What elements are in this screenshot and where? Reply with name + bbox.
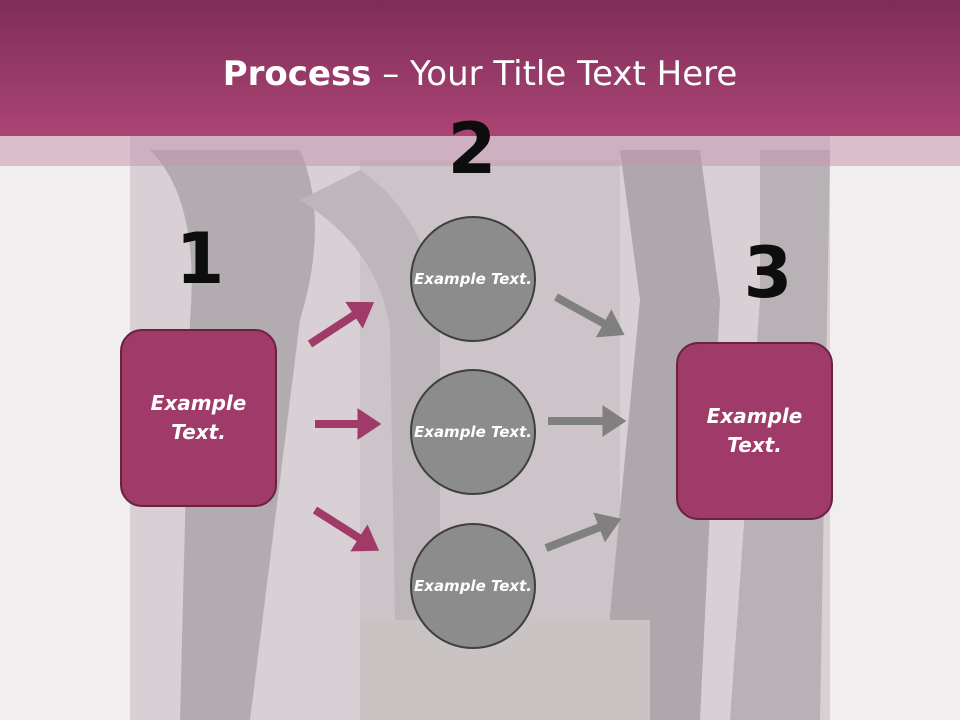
title-rest: – Your Title Text Here <box>371 54 738 94</box>
circle-top-text: Example Text. <box>414 269 532 288</box>
header-bar <box>0 0 960 136</box>
step-1-box[interactable]: Example Text. <box>120 329 277 507</box>
circle-bottom-text: Example Text. <box>414 576 532 595</box>
arrow-right-up <box>544 512 622 552</box>
step-number-3: 3 <box>743 232 793 314</box>
step-number-2: 2 <box>447 108 497 190</box>
slide-title: Process – Your Title Text Here <box>0 54 960 94</box>
circle-middle[interactable]: Example Text. <box>410 369 536 495</box>
title-bold: Process <box>222 54 372 94</box>
circle-middle-text: Example Text. <box>414 422 532 441</box>
circle-bottom[interactable]: Example Text. <box>410 523 536 649</box>
arrow-right-down <box>554 293 625 338</box>
arrow-left-down <box>312 506 380 552</box>
step-3-box[interactable]: Example Text. <box>676 342 833 520</box>
header-band <box>0 136 960 166</box>
step-1-text: Example Text. <box>150 391 247 444</box>
circle-top[interactable]: Example Text. <box>410 216 536 342</box>
step-3-text: Example Text. <box>706 404 803 457</box>
arrow-left-up <box>307 301 375 348</box>
step-number-1: 1 <box>175 218 225 300</box>
